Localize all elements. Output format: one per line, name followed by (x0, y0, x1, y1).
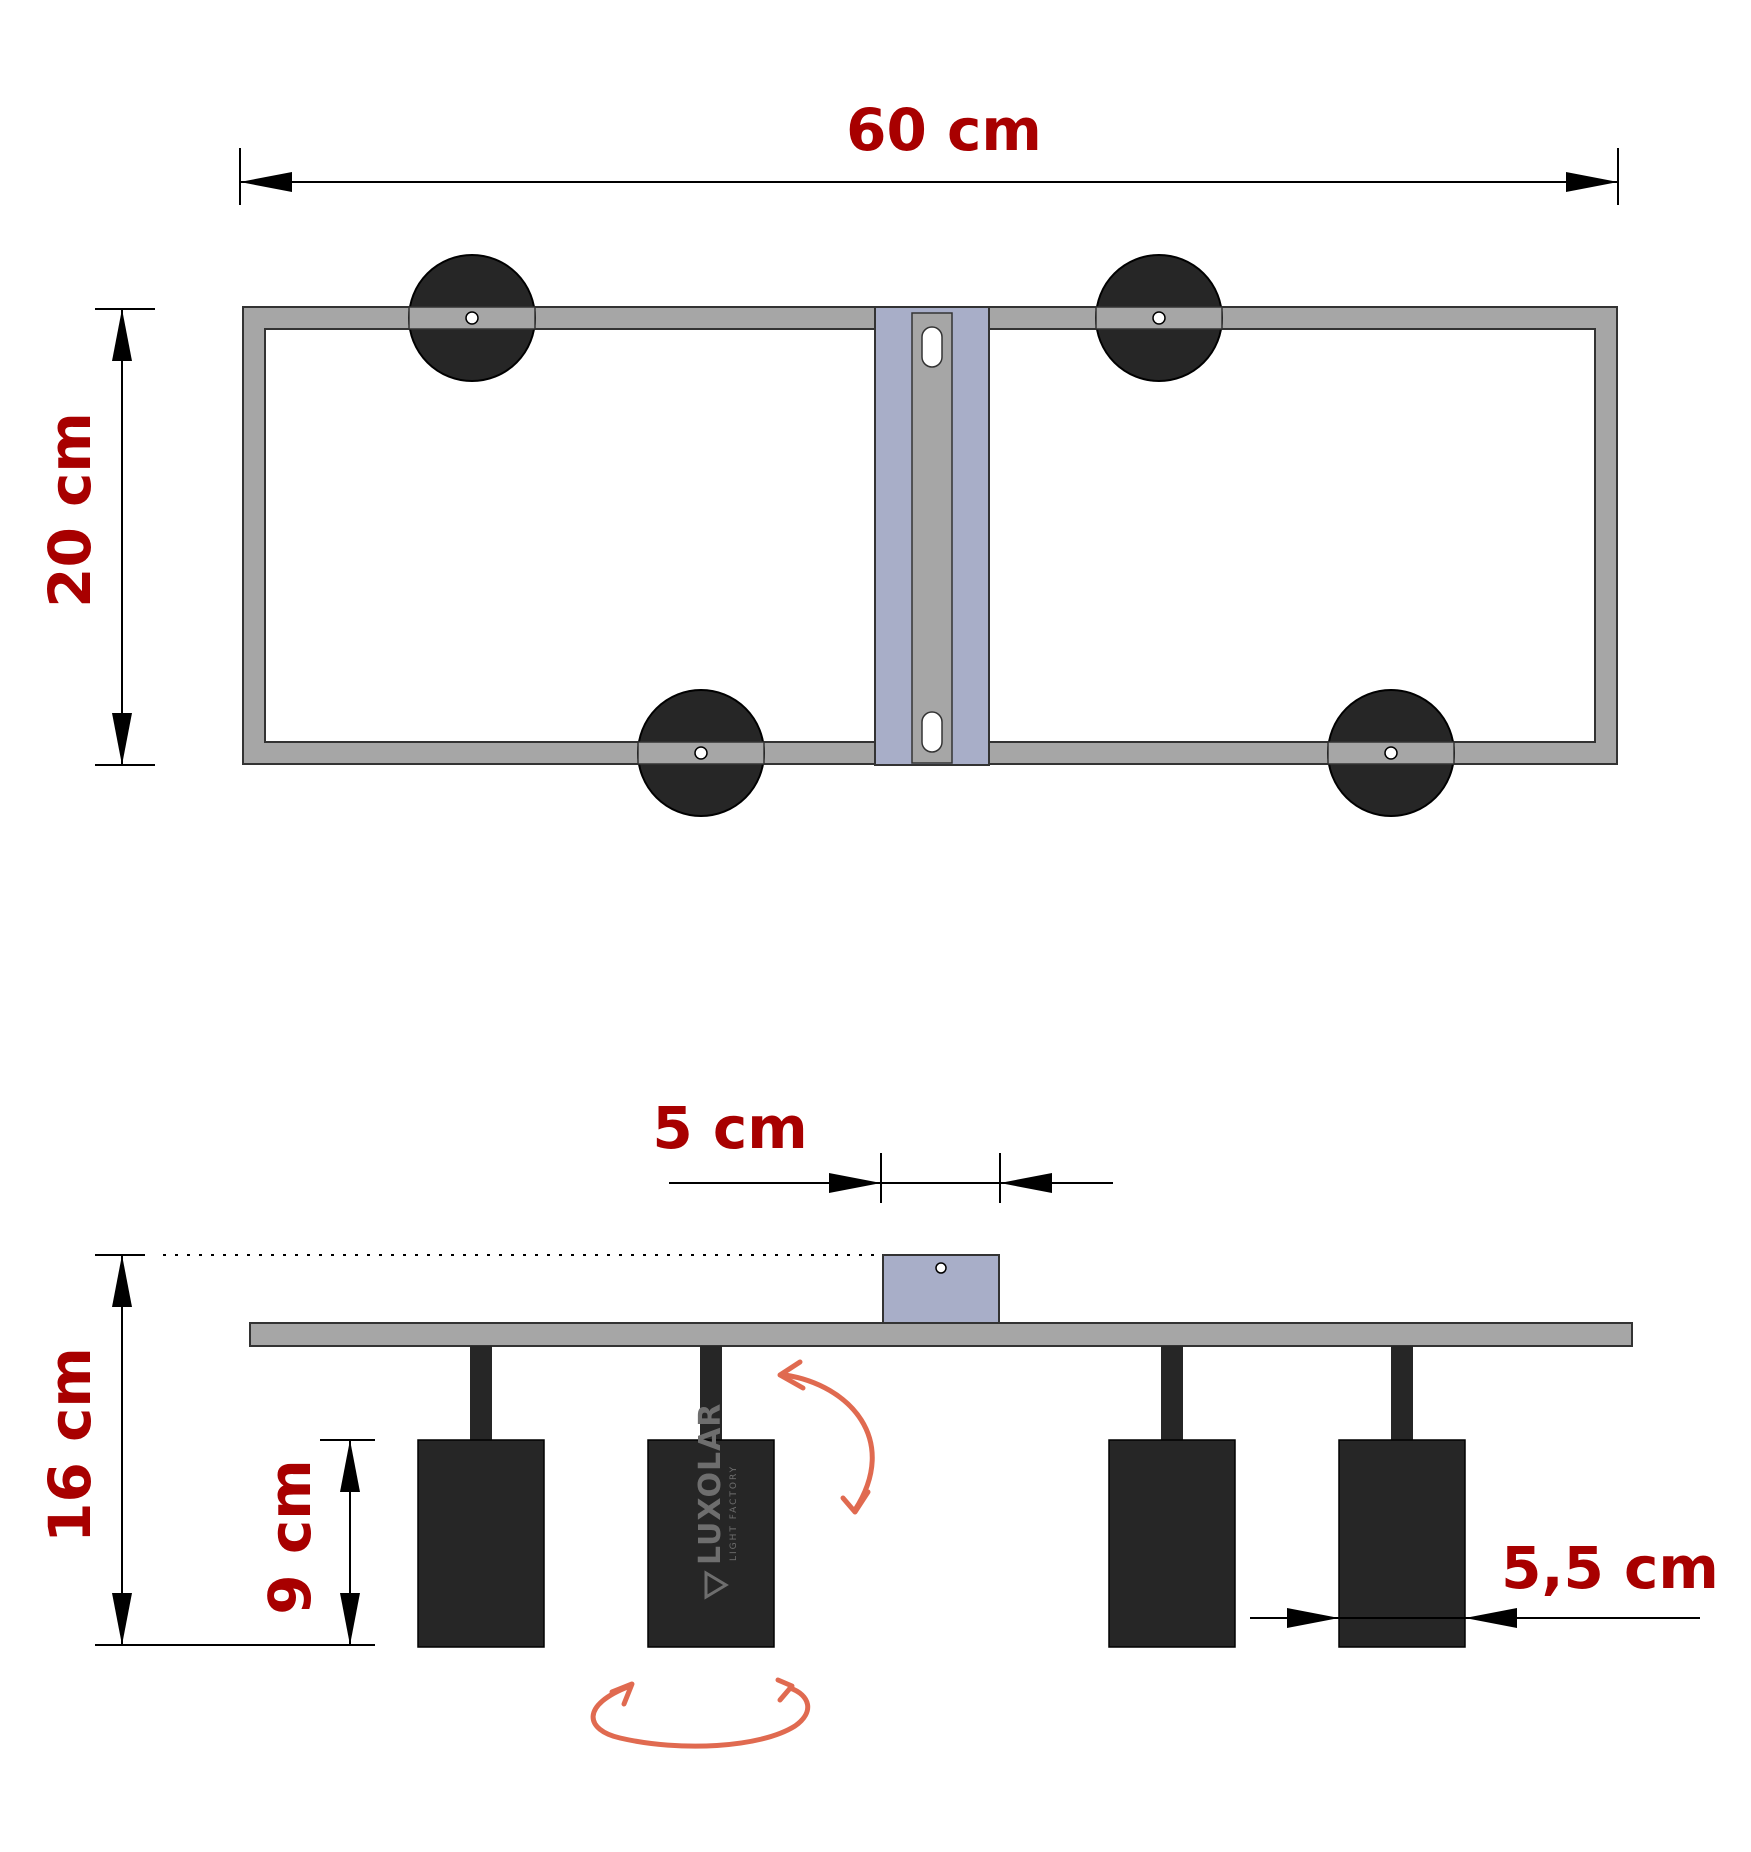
brand-logo: LUXOLAR LIGHT FACTORY (693, 1403, 739, 1600)
tilt-rotation-arrow-icon (777, 1359, 875, 1515)
base-width-label: 5 cm (652, 1094, 807, 1162)
brand-triangle-icon (704, 1570, 729, 1600)
width-label: 60 cm (846, 96, 1042, 164)
shade-height-label: 9 cm (256, 1459, 324, 1614)
spot-disc-bottom-left (637, 689, 765, 817)
arrowhead-up (340, 1440, 360, 1492)
arrowhead-right (1287, 1608, 1339, 1628)
total-height-dimension-line (95, 1254, 375, 1646)
arrowhead-left (240, 172, 292, 192)
screw-slot-top (921, 326, 943, 368)
total-height-label: 16 cm (36, 1347, 104, 1543)
spotlight-3 (1108, 1346, 1236, 1648)
spotlight-2: LUXOLAR LIGHT FACTORY (647, 1346, 775, 1648)
width-dimension-line (239, 148, 1619, 205)
swivel-rotation-arrow-icon (590, 1677, 810, 1749)
arrowhead-down (112, 713, 132, 765)
arrowhead-up (112, 1255, 132, 1307)
spot-disc-bottom-right (1327, 689, 1455, 817)
spotlight-1 (417, 1346, 545, 1648)
top-view: 60 cm 20 cm (36, 96, 1619, 817)
mounting-bracket (874, 306, 990, 766)
brand-name: LUXOLAR (693, 1403, 728, 1565)
arrowhead-right (829, 1173, 881, 1193)
base-screw-hole (935, 1262, 947, 1274)
spotlight-4 (1338, 1346, 1466, 1648)
arrowhead-down (340, 1593, 360, 1645)
shade-diameter-label: 5,5 cm (1501, 1534, 1719, 1602)
base-width-dimension-line (669, 1153, 1113, 1203)
arrowhead-down (112, 1593, 132, 1645)
height-dimension-line (95, 308, 155, 766)
brand-tagline: LIGHT FACTORY (729, 1465, 739, 1561)
side-view: 5 cm 16 cm 9 cm (36, 1094, 1719, 1749)
shade-diameter-dimension-line (1250, 1608, 1700, 1628)
arrowhead-up (112, 309, 132, 361)
arrowhead-left (1000, 1173, 1052, 1193)
height-label: 20 cm (36, 412, 104, 608)
spot-disc-top-left (408, 254, 536, 382)
arrowhead-left (1465, 1608, 1517, 1628)
arrowhead-right (1566, 172, 1618, 192)
rail-bar (249, 1322, 1633, 1347)
spot-disc-top-right (1095, 254, 1223, 382)
shade-height-dimension-line (320, 1439, 375, 1645)
screw-slot-bottom (921, 711, 943, 753)
